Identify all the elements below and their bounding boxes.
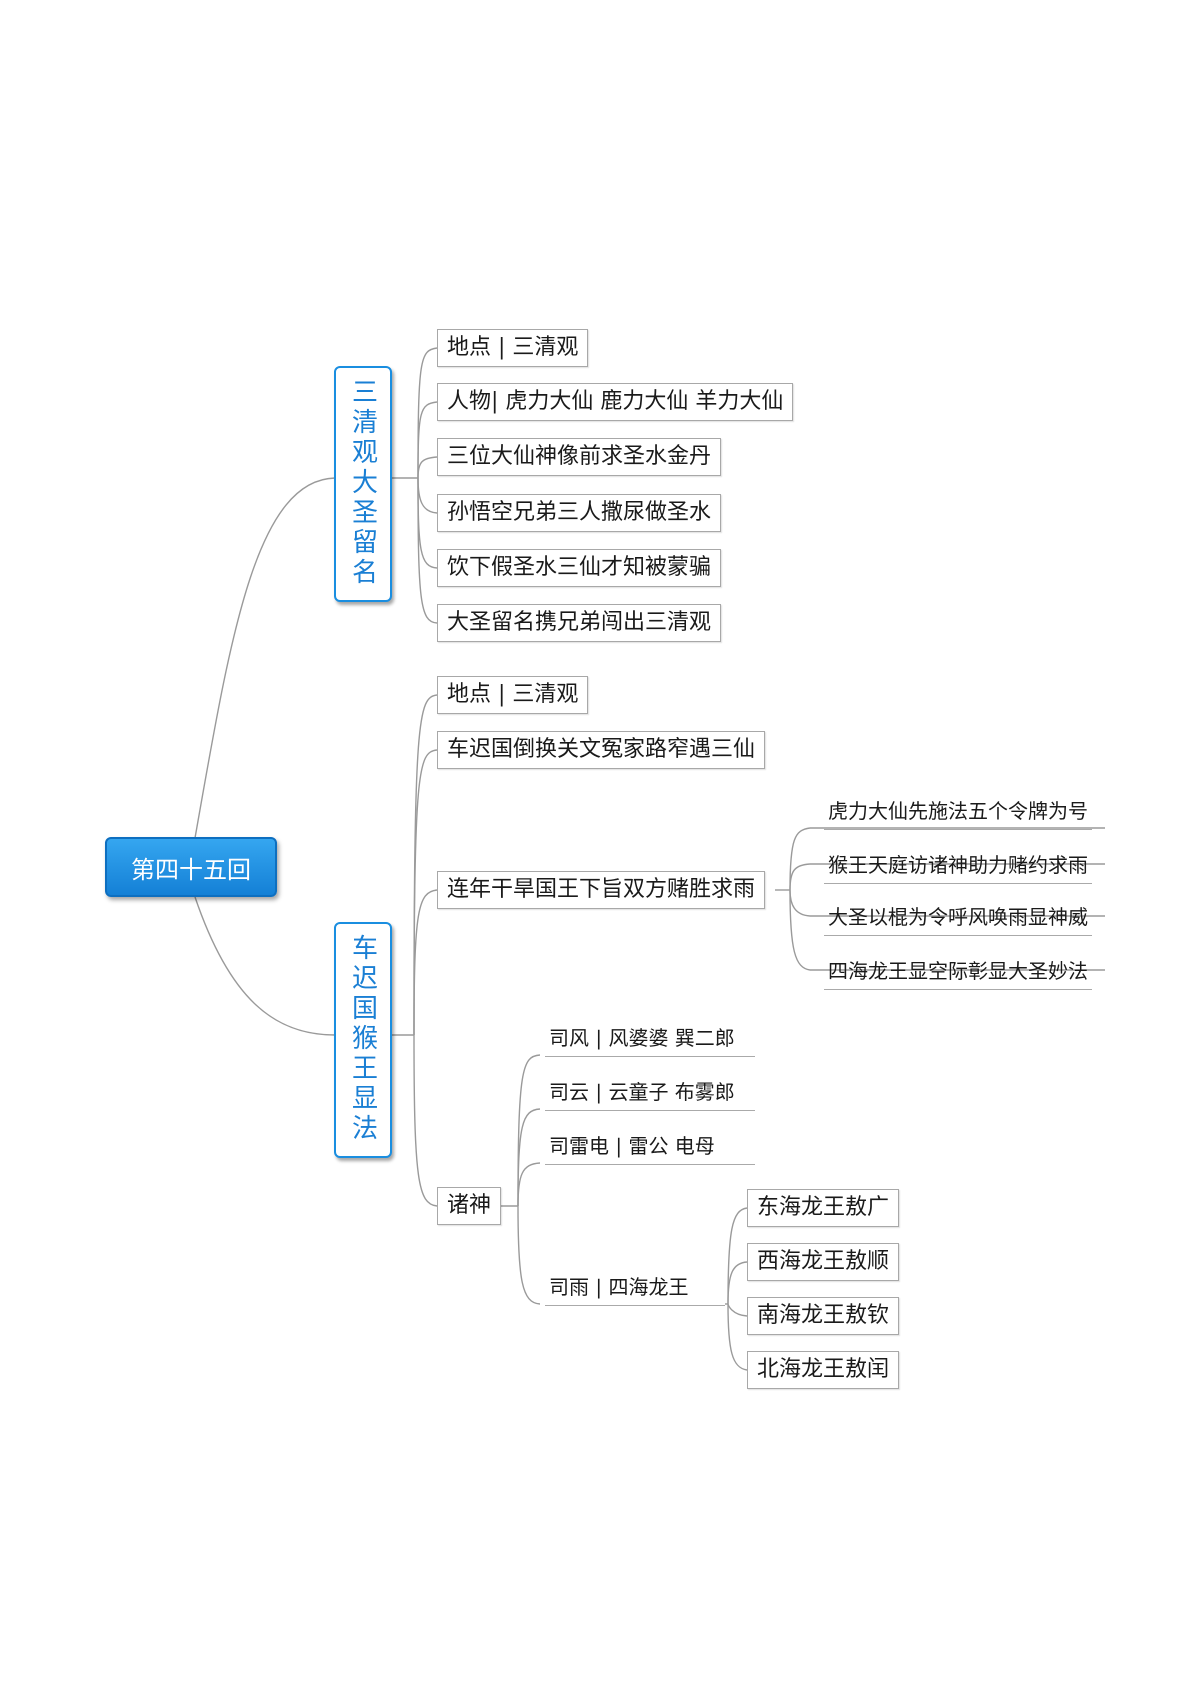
subtopic-rain[interactable]: 虎力大仙先施法五个令牌为号 (824, 796, 1092, 830)
subtopic-god-rain[interactable]: 司雨 | 四海龙王 (545, 1272, 725, 1306)
dragon-king-south[interactable]: 南海龙王敖钦 (747, 1297, 900, 1335)
subtopic-rain[interactable]: 猴王天庭访诸神助力赌约求雨 (824, 850, 1092, 884)
link-root-branch1 (194, 477, 336, 839)
topic-location[interactable]: 地点 | 三清观 (437, 676, 589, 714)
branch-title: 车迟国猴王显法 (347, 934, 378, 1144)
topic-event[interactable]: 三位大仙神像前求圣水金丹 (437, 438, 722, 476)
subtopic-rain[interactable]: 四海龙王显空际彰显大圣妙法 (824, 956, 1092, 990)
topic-rain-contest[interactable]: 连年干旱国王下旨双方赌胜求雨 (437, 871, 766, 909)
dragon-king-north[interactable]: 北海龙王敖闰 (747, 1351, 900, 1389)
branch-node-chechiguo[interactable]: 车迟国猴王显法 (334, 922, 392, 1158)
topic-gods[interactable]: 诸神 (437, 1187, 502, 1225)
subtopic-rain[interactable]: 大圣以棍为令呼风唤雨显神威 (824, 902, 1092, 936)
topic-characters[interactable]: 人物| 虎力大仙 鹿力大仙 羊力大仙 (437, 383, 794, 421)
link-root-branch2 (194, 896, 336, 1036)
root-label: 第四十五回 (131, 855, 251, 884)
topic-location[interactable]: 地点 | 三清观 (437, 329, 589, 367)
topic-event[interactable]: 饮下假圣水三仙才知被蒙骗 (437, 549, 722, 587)
topic-event[interactable]: 车迟国倒换关文冤家路窄遇三仙 (437, 731, 766, 769)
branch-node-sanqingguan[interactable]: 三清观大圣留名 (334, 366, 392, 602)
branch-title: 三清观大圣留名 (347, 378, 378, 588)
dragon-king-west[interactable]: 西海龙王敖顺 (747, 1243, 900, 1281)
topic-event[interactable]: 大圣留名携兄弟闯出三清观 (437, 604, 722, 642)
subtopic-god-thunder[interactable]: 司雷电 | 雷公 电母 (545, 1131, 755, 1165)
subtopic-god-cloud[interactable]: 司云 | 云童子 布雾郎 (545, 1077, 755, 1111)
dragon-king-east[interactable]: 东海龙王敖广 (747, 1189, 900, 1227)
subtopic-god-wind[interactable]: 司风 | 风婆婆 巽二郎 (545, 1023, 755, 1057)
topic-event[interactable]: 孙悟空兄弟三人撒尿做圣水 (437, 494, 722, 532)
root-node[interactable]: 第四十五回 (105, 837, 277, 897)
